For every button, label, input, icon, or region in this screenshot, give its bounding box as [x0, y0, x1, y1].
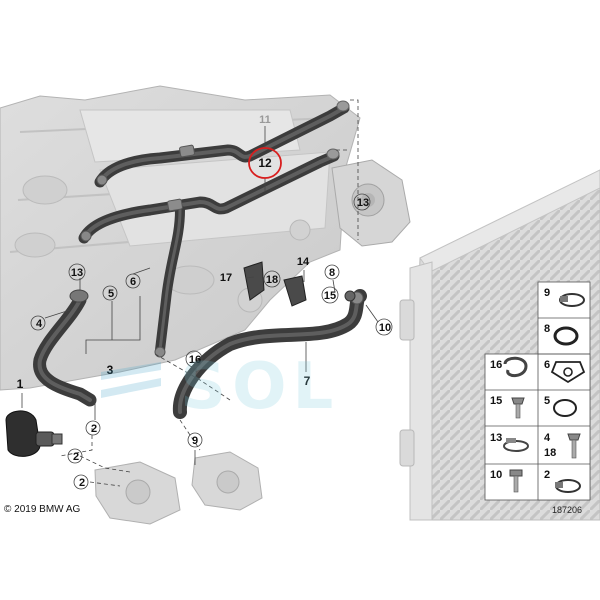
- part-1-valve: [5, 410, 63, 457]
- callout-2c: 2: [79, 477, 85, 489]
- hose-clamp-icon: [555, 479, 581, 493]
- callout-13: 13: [71, 267, 83, 279]
- bolt-icon: [511, 397, 525, 419]
- legend-label-18: 18: [544, 447, 556, 459]
- callout-17: 17: [220, 272, 232, 284]
- callout-10: 10: [379, 322, 391, 334]
- diagram-reference-number: 187206: [552, 505, 583, 515]
- parts-legend: 9 8 16 6 15 5 13 4 18 10 2: [484, 281, 591, 501]
- callout-14: 14: [297, 256, 310, 268]
- hose-clamp-icon: [559, 293, 585, 307]
- bolt-icon: [509, 469, 523, 493]
- callout-8: 8: [329, 267, 335, 279]
- legend-label-9: 9: [544, 287, 550, 299]
- legend-label-2: 2: [544, 469, 550, 481]
- watermark: SOL: [180, 350, 340, 424]
- o-ring-icon: [553, 326, 579, 346]
- legend-label-10: 10: [490, 469, 502, 481]
- water-pump: [94, 451, 263, 525]
- watermark-logo-icon: [96, 360, 166, 410]
- callout-9: 9: [192, 435, 198, 447]
- callout-2a: 2: [91, 423, 97, 435]
- callout-5: 5: [108, 288, 114, 300]
- o-ring-icon: [553, 399, 577, 417]
- highlight-circle-12: [248, 147, 282, 179]
- legend-label-8: 8: [544, 323, 550, 335]
- legend-label-16: 16: [490, 359, 502, 371]
- legend-label-13: 13: [490, 432, 502, 444]
- callout-16: 16: [189, 354, 201, 366]
- hose-clamp-icon: [503, 438, 529, 452]
- callout-18: 18: [266, 274, 278, 286]
- flange-gasket-icon: [550, 361, 586, 384]
- callout-7: 7: [304, 374, 311, 388]
- spring-clip-icon: [503, 356, 528, 377]
- callout-11: 11: [259, 114, 271, 126]
- legend-label-4: 4: [544, 432, 551, 444]
- callout-2b: 2: [73, 451, 79, 463]
- callout-1: 1: [17, 377, 24, 391]
- bolt-icon: [567, 433, 581, 459]
- callout-4: 4: [36, 318, 43, 330]
- thermostat-housing: [331, 159, 411, 247]
- legend-label-5: 5: [544, 395, 550, 407]
- callout-12: 12: [258, 156, 272, 170]
- leader-lines: [21, 99, 379, 487]
- callout-15: 15: [324, 290, 336, 302]
- legend-label-6: 6: [544, 359, 550, 371]
- callout-3: 3: [107, 363, 114, 377]
- copyright-text: © 2019 BMW AG: [4, 504, 81, 515]
- callouts: 11 12 13 13 5 6 4 3 1 16 17 18 14 15 8 1…: [17, 114, 393, 490]
- legend-label-15: 15: [490, 395, 502, 407]
- brackets: [243, 261, 356, 307]
- callout-13-upper: 13: [357, 197, 369, 209]
- coolant-hoses: [33, 102, 367, 419]
- callout-6: 6: [130, 276, 136, 288]
